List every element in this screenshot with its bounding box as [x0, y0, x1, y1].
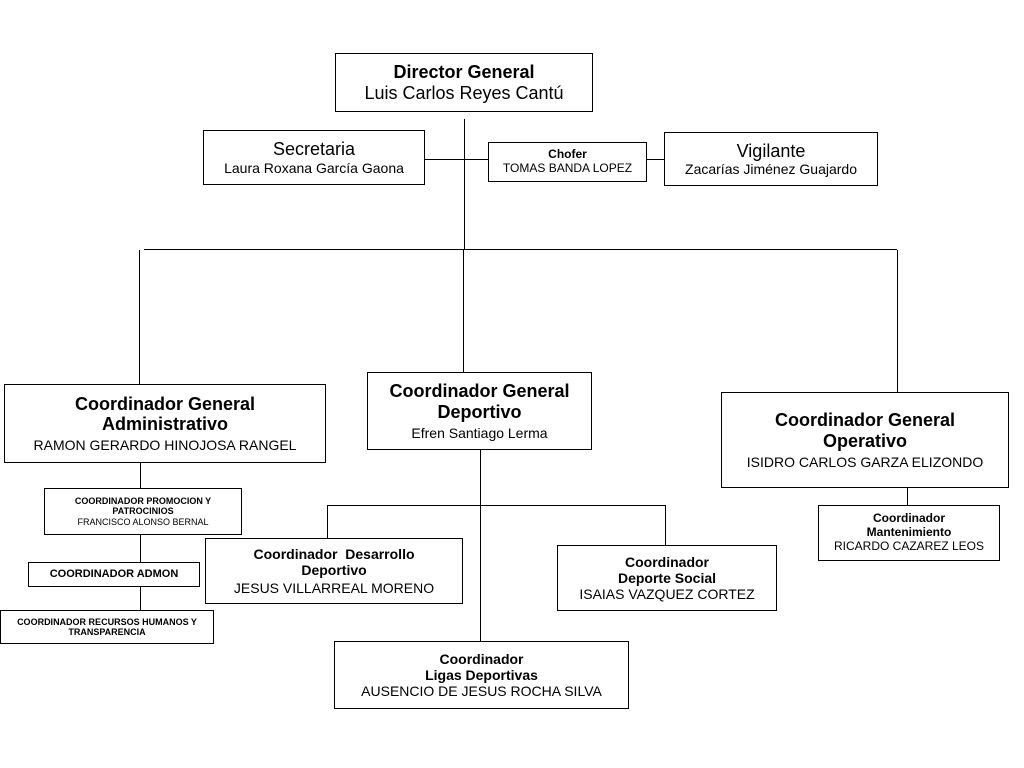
director-general-box: Director General Luis Carlos Reyes Cantú [335, 53, 593, 112]
mantenimiento-name: RICARDO CAZAREZ LEOS [833, 538, 985, 553]
connector-to-social [665, 505, 666, 545]
social-name: ISAIAS VAZQUEZ CORTEZ [579, 586, 755, 603]
vigilante-name: Zacarías Jiménez Guajardo [685, 161, 857, 178]
secretaria-title: Secretaria [272, 139, 356, 160]
connector-to-admin [139, 250, 140, 384]
connector-to-operativo [897, 250, 898, 392]
mantenimiento-title-line2: Mantenimiento [866, 525, 952, 540]
coord-deportivo-title: Coordinador General Deportivo [389, 381, 570, 422]
connector-to-deportivo [463, 250, 464, 372]
promocion-name: FRANCISCO ALONSO BERNAL [77, 516, 209, 527]
coordinador-ligas-box: Coordinador Ligas Deportivas AUSENCIO DE… [334, 641, 629, 709]
coordinador-general-administrativo-box: Coordinador General Administrativo RAMON… [4, 384, 326, 463]
connector-chofer-vigilante [647, 159, 664, 160]
connector-director-down [464, 119, 465, 249]
connector-secretaria-chofer [425, 159, 488, 160]
ligas-title-line1: Coordinador [439, 650, 524, 667]
director-title: Director General [393, 61, 535, 82]
social-title-line1: Coordinador [625, 553, 709, 570]
connector-to-desarrollo [327, 505, 328, 538]
coord-operativo-title: Coordinador General Operativo [774, 410, 956, 451]
connector-to-mantenimiento [907, 487, 908, 505]
chofer-name: TOMAS BANDA LOPEZ [502, 161, 633, 175]
connector-main-horizontal [144, 249, 897, 250]
connector-deportivo-branch [327, 505, 665, 506]
coordinador-general-operativo-box: Coordinador General Operativo ISIDRO CAR… [721, 392, 1009, 488]
ligas-title-line2: Ligas Deportivas [425, 666, 538, 683]
coord-admin-title: Coordinador General Administrativo [74, 393, 256, 435]
rrhh-title: COORDINADOR RECURSOS HUMANOS Y TRANSPARE… [17, 616, 197, 637]
desarrollo-name: JESUS VILLARREAL MORENO [233, 580, 435, 597]
coordinador-deporte-social-box: Coordinador Deporte Social ISAIAS VAZQUE… [557, 545, 777, 611]
coordinador-general-deportivo-box: Coordinador General Deportivo Efren Sant… [367, 372, 592, 450]
vigilante-box: Vigilante Zacarías Jiménez Guajardo [664, 132, 878, 186]
desarrollo-title: Coordinador Desarrollo Deportivo [253, 545, 419, 578]
social-title-line2: Deporte Social [617, 569, 717, 586]
mantenimiento-title-line1: Coordinador [873, 511, 945, 526]
coordinador-rrhh-box: COORDINADOR RECURSOS HUMANOS Y TRANSPARE… [0, 610, 214, 644]
ligas-name: AUSENCIO DE JESUS ROCHA SILVA [361, 683, 602, 700]
vigilante-title: Vigilante [736, 140, 806, 161]
coord-operativo-name: ISIDRO CARLOS GARZA ELIZONDO [746, 453, 984, 470]
coord-deportivo-name: Efren Santiago Lerma [411, 424, 548, 441]
chofer-box: Chofer TOMAS BANDA LOPEZ [488, 142, 647, 182]
director-name: Luis Carlos Reyes Cantú [364, 82, 564, 103]
connector-admin-chain [140, 463, 141, 610]
secretaria-name: Laura Roxana García Gaona [224, 159, 404, 176]
connector-deportivo-down [480, 450, 481, 641]
promocion-title: COORDINADOR PROMOCION Y PATROCINIOS [74, 495, 212, 517]
coordinador-promocion-box: COORDINADOR PROMOCION Y PATROCINIOS FRAN… [44, 488, 242, 535]
chofer-title: Chofer [548, 147, 587, 162]
secretaria-box: Secretaria Laura Roxana García Gaona [203, 130, 425, 185]
coord-admin-name: RAMON GERARDO HINOJOSA RANGEL [33, 437, 297, 454]
coordinador-admon-box: COORDINADOR ADMON [28, 562, 200, 587]
admon-title: COORDINADOR ADMON [49, 568, 179, 581]
coordinador-mantenimiento-box: Coordinador Mantenimiento RICARDO CAZARE… [818, 505, 1000, 561]
coordinador-desarrollo-box: Coordinador Desarrollo Deportivo JESUS V… [205, 538, 463, 604]
